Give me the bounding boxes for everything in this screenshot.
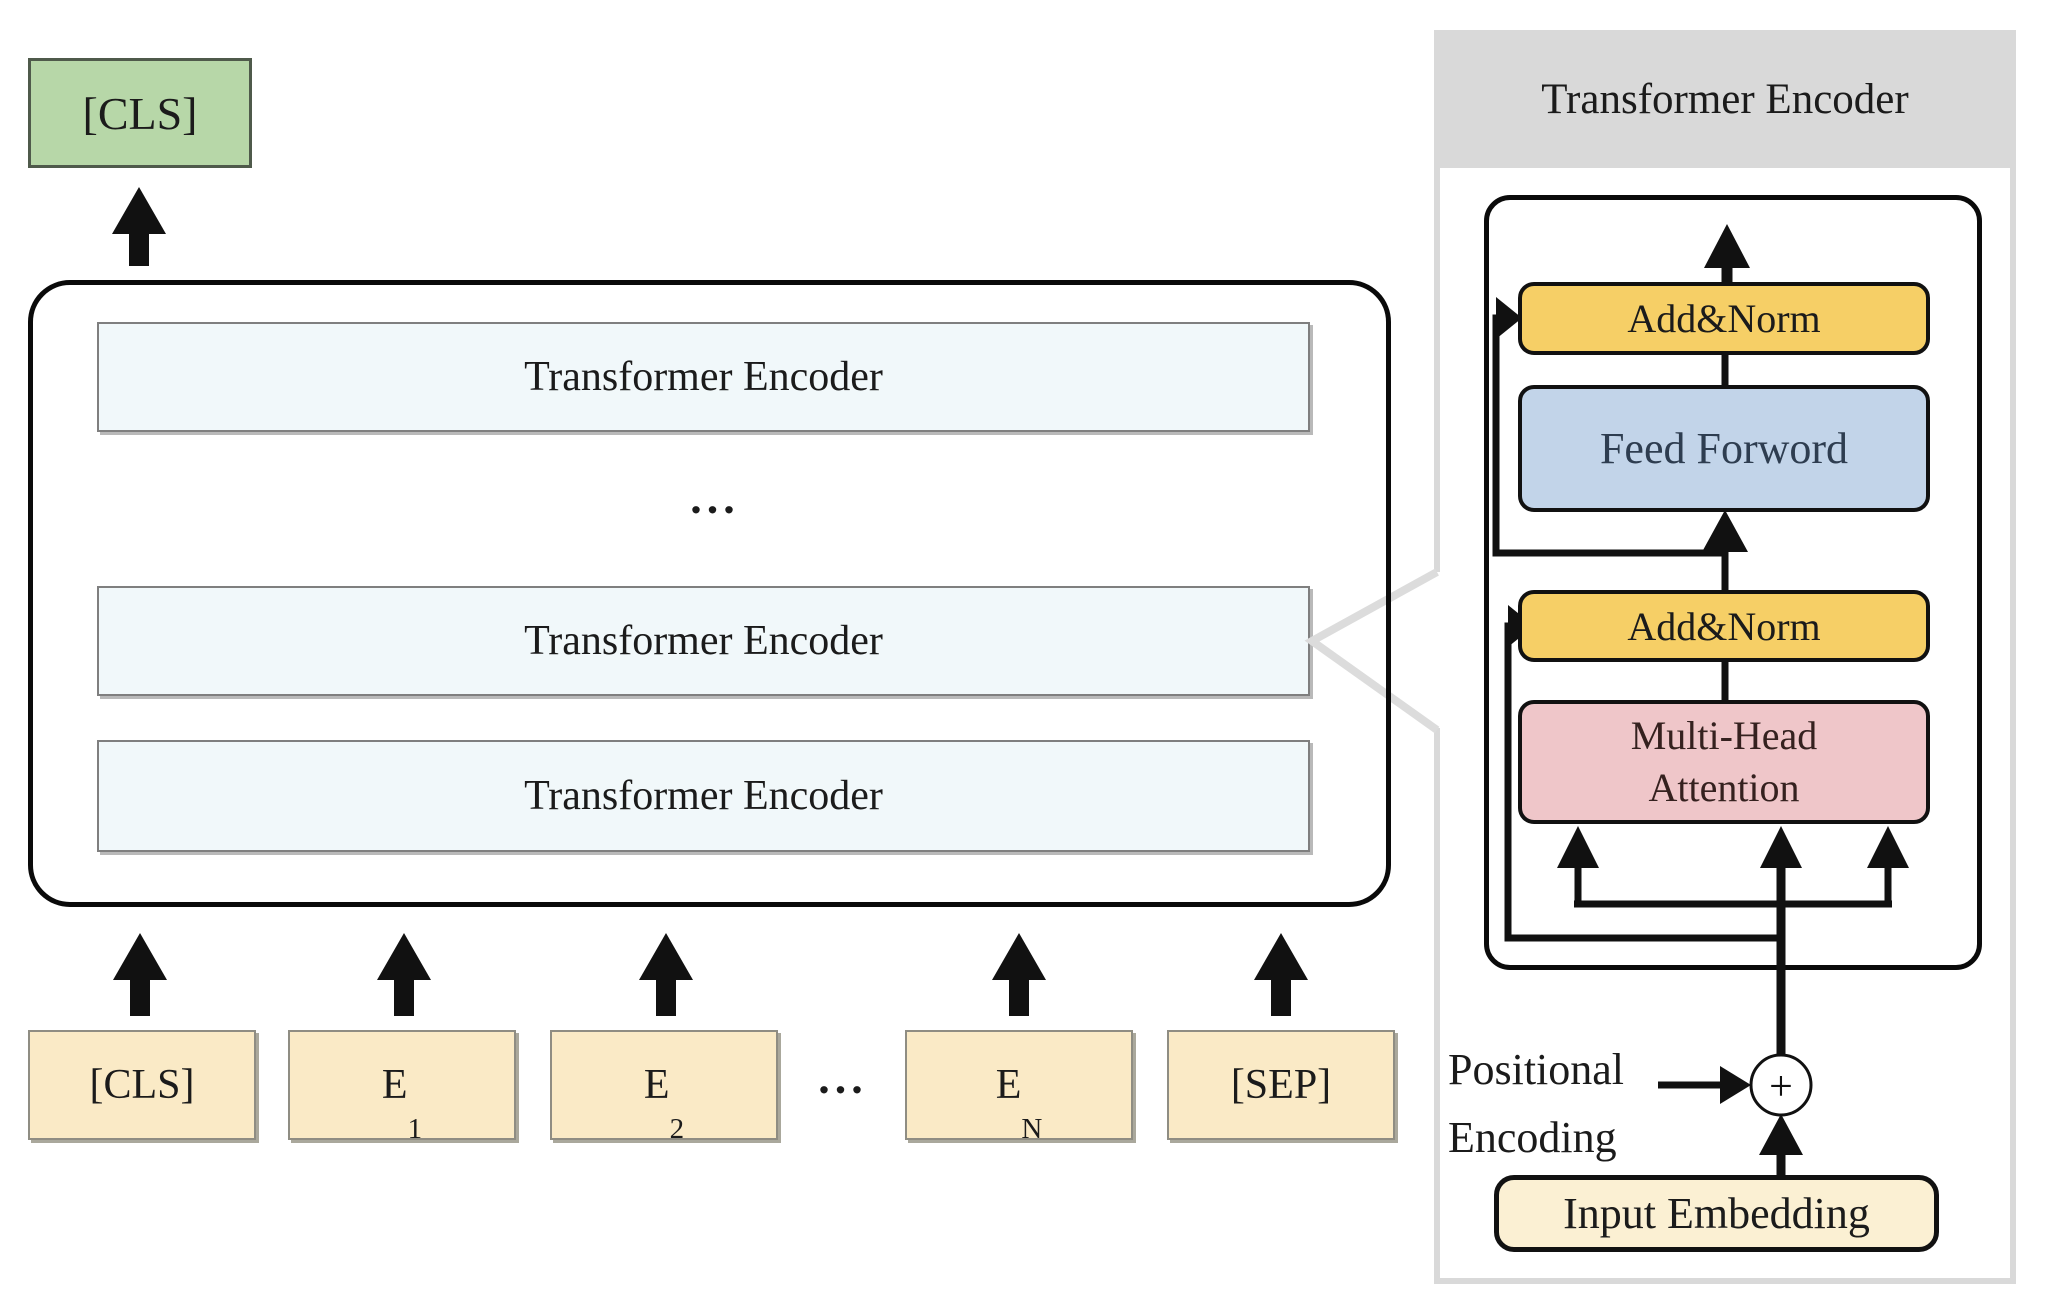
encoder-row-3: Transformer Encoder <box>97 740 1310 852</box>
plus-sign: + <box>1769 1064 1793 1110</box>
token-arrow-shaft-4 <box>1009 978 1029 1016</box>
input-token-e2-label: E <box>643 1062 670 1108</box>
embedding-arrow-head-icon <box>1759 1114 1803 1155</box>
output-arrow-shaft <box>129 230 149 266</box>
token-arrow-shaft-1 <box>130 978 150 1016</box>
token-arrow-icon-5 <box>1254 933 1308 980</box>
add-norm-bottom-box: Add&Norm <box>1518 590 1930 662</box>
encoder-row-2: Transformer Encoder <box>97 586 1310 696</box>
token-arrow-shaft-2 <box>394 978 414 1016</box>
detail-panel-border-left-lower <box>1434 728 1440 1284</box>
feed-forward-box: Feed Forword <box>1518 385 1930 512</box>
encoder-row-1-label: Transformer Encoder <box>524 354 883 400</box>
token-arrow-icon-4 <box>992 933 1046 980</box>
stack-ellipsis: ... <box>690 471 740 523</box>
plus-circle-icon <box>1749 1053 1813 1117</box>
add-norm-top-box: Add&Norm <box>1518 282 1930 355</box>
input-token-e2-subscript: 2 <box>669 1113 685 1145</box>
add-norm-bottom-label: Add&Norm <box>1627 603 1821 649</box>
positional-arrow-head-icon <box>1720 1066 1751 1104</box>
input-embedding-box: Input Embedding <box>1494 1175 1939 1252</box>
output-cls-label: [CLS] <box>82 87 198 139</box>
encoder-row-1: Transformer Encoder <box>97 322 1310 432</box>
input-token-e1-subscript: 1 <box>407 1113 423 1145</box>
input-token-cls-label: [CLS] <box>89 1062 195 1108</box>
encoder-stack-container <box>28 280 1391 907</box>
encoder-row-3-label: Transformer Encoder <box>524 773 883 819</box>
positional-encoding-label: Positional Encoding <box>1448 1036 1678 1172</box>
input-embedding-label: Input Embedding <box>1563 1189 1870 1238</box>
detail-panel-border-left-upper <box>1434 30 1440 572</box>
input-token-sep: [SEP] <box>1167 1030 1395 1140</box>
detail-panel-title: Transformer Encoder <box>1541 75 1909 123</box>
encoder-row-2-label: Transformer Encoder <box>524 618 883 664</box>
output-cls-box: [CLS] <box>28 58 252 168</box>
encoder-block-outline <box>1484 195 1982 970</box>
tokens-ellipsis: ... <box>818 1051 868 1103</box>
token-arrow-shaft-5 <box>1271 978 1291 1016</box>
feed-forward-label: Feed Forword <box>1599 424 1849 473</box>
multi-head-attention-box: Multi-Head Attention <box>1518 700 1930 824</box>
token-arrow-shaft-3 <box>656 978 676 1016</box>
input-token-sep-label: [SEP] <box>1230 1062 1332 1108</box>
detail-panel-border-bottom <box>1434 1278 2016 1284</box>
input-token-cls: [CLS] <box>28 1030 256 1140</box>
multi-head-attention-label-line1: Multi-Head <box>1630 713 1818 758</box>
output-arrow-icon <box>112 187 166 234</box>
input-token-en-label: E <box>995 1062 1022 1108</box>
multi-head-attention-label-line2: Attention <box>1648 765 1800 810</box>
input-token-e1-label: E <box>381 1062 408 1108</box>
token-arrow-icon-1 <box>113 933 167 980</box>
positional-label-line1: Positional <box>1448 1045 1625 1094</box>
detail-panel-border-right <box>2010 30 2016 1284</box>
add-norm-top-label: Add&Norm <box>1627 296 1821 341</box>
token-arrow-icon-3 <box>639 933 693 980</box>
detail-panel-header: Transformer Encoder <box>1434 30 2016 168</box>
input-token-en-subscript: N <box>1021 1113 1043 1145</box>
token-arrow-icon-2 <box>377 933 431 980</box>
positional-label-line2: Encoding <box>1448 1113 1617 1163</box>
